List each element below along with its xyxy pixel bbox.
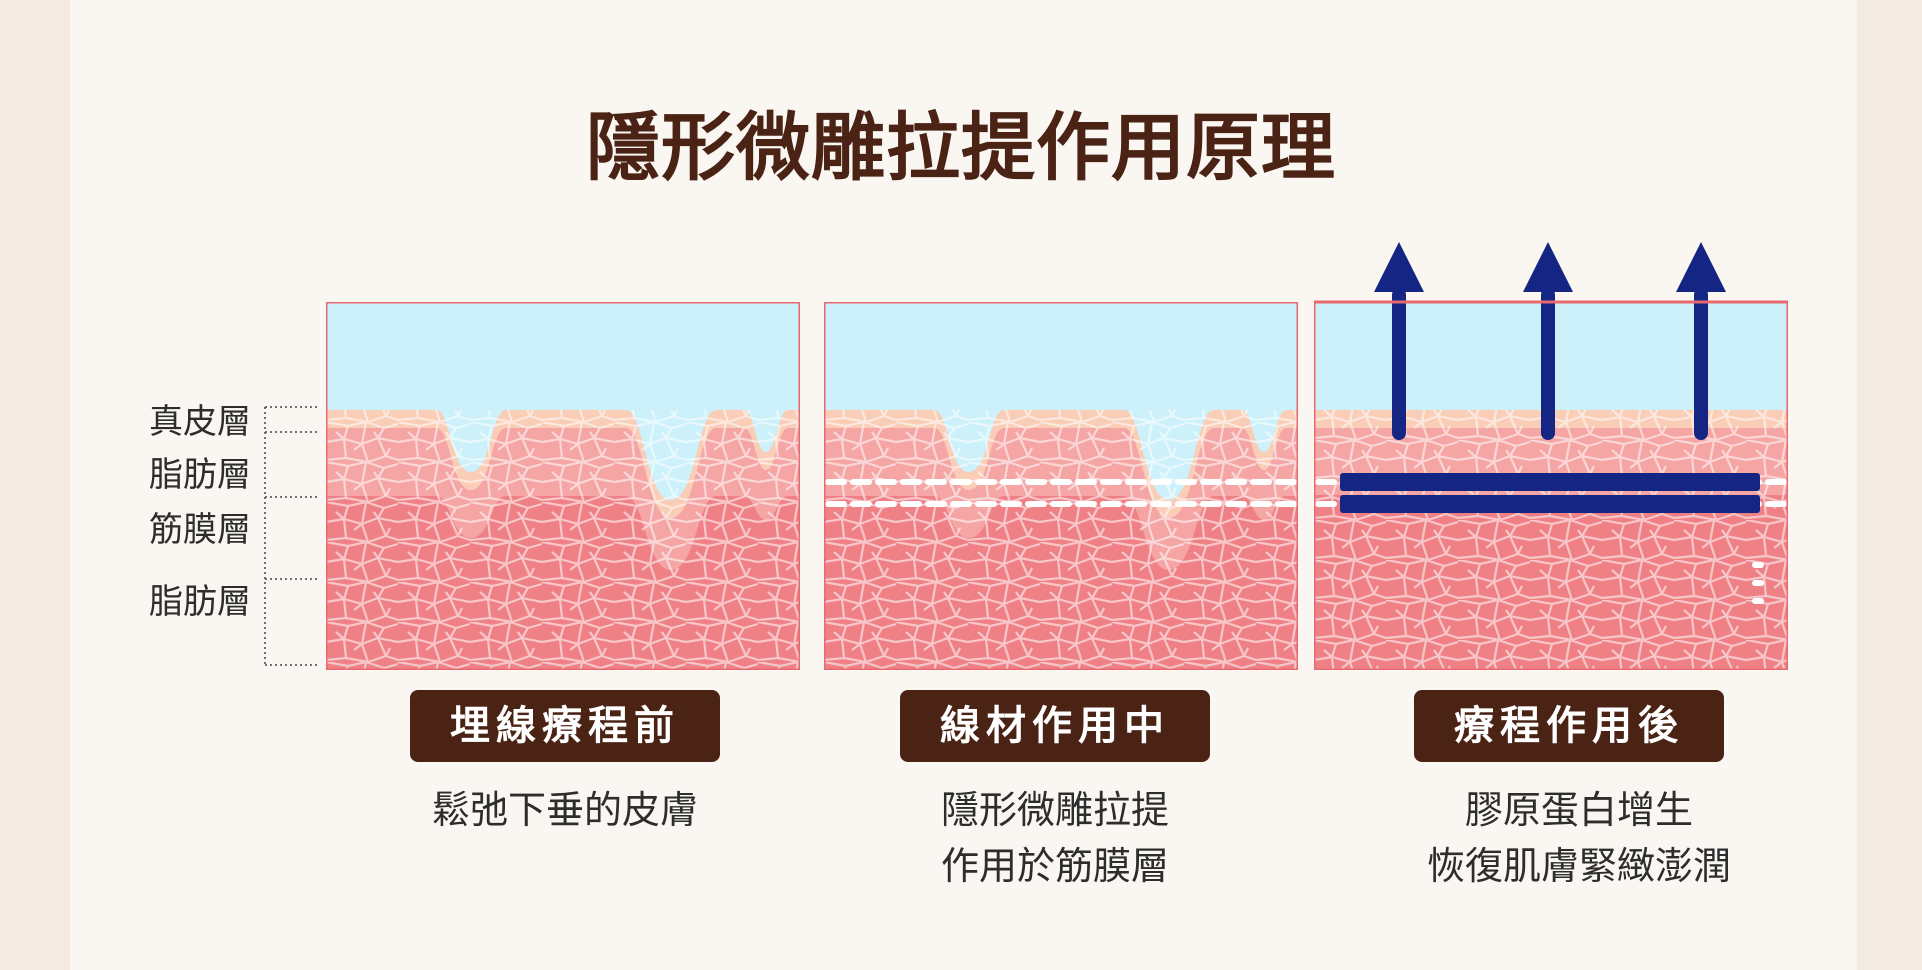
- layer-label-fascia: 筋膜層: [149, 510, 251, 550]
- up-arrow-icon: [1374, 242, 1726, 440]
- layer-label-dermis: 真皮層: [149, 402, 251, 442]
- stage-badge-before: 埋線療程前: [410, 690, 720, 762]
- caption-line: 作用於筋膜層: [940, 844, 1169, 888]
- skin-diagram-during: [824, 302, 1298, 670]
- caption-line: 隱形微雕拉提: [940, 788, 1169, 832]
- stage-caption-before: 鬆弛下垂的皮膚: [365, 782, 765, 838]
- skin-diagram-after: [1314, 240, 1788, 670]
- caption-line: 鬆弛下垂的皮膚: [431, 788, 698, 832]
- dashed-line-icon: [825, 479, 1297, 507]
- stage-caption-after: 膠原蛋白增生 恢復肌膚緊緻澎潤: [1349, 782, 1809, 894]
- layer-label-fat-upper: 脂肪層: [149, 455, 251, 495]
- stage-caption-during: 隱形微雕拉提 作用於筋膜層: [855, 782, 1255, 894]
- skin-diagram-before: [326, 302, 800, 670]
- caption-line: 恢復肌膚緊緻澎潤: [1426, 844, 1731, 888]
- stage-badge-during: 線材作用中: [900, 690, 1210, 762]
- thread-icon: [1340, 473, 1760, 513]
- layer-bracket: [264, 406, 318, 666]
- layer-label-fat-lower: 脂肪層: [149, 582, 251, 622]
- stage-badge-after: 療程作用後: [1414, 690, 1724, 762]
- caption-line: 膠原蛋白增生: [1464, 788, 1693, 832]
- page-title: 隱形微雕拉提作用原理: [586, 105, 1336, 191]
